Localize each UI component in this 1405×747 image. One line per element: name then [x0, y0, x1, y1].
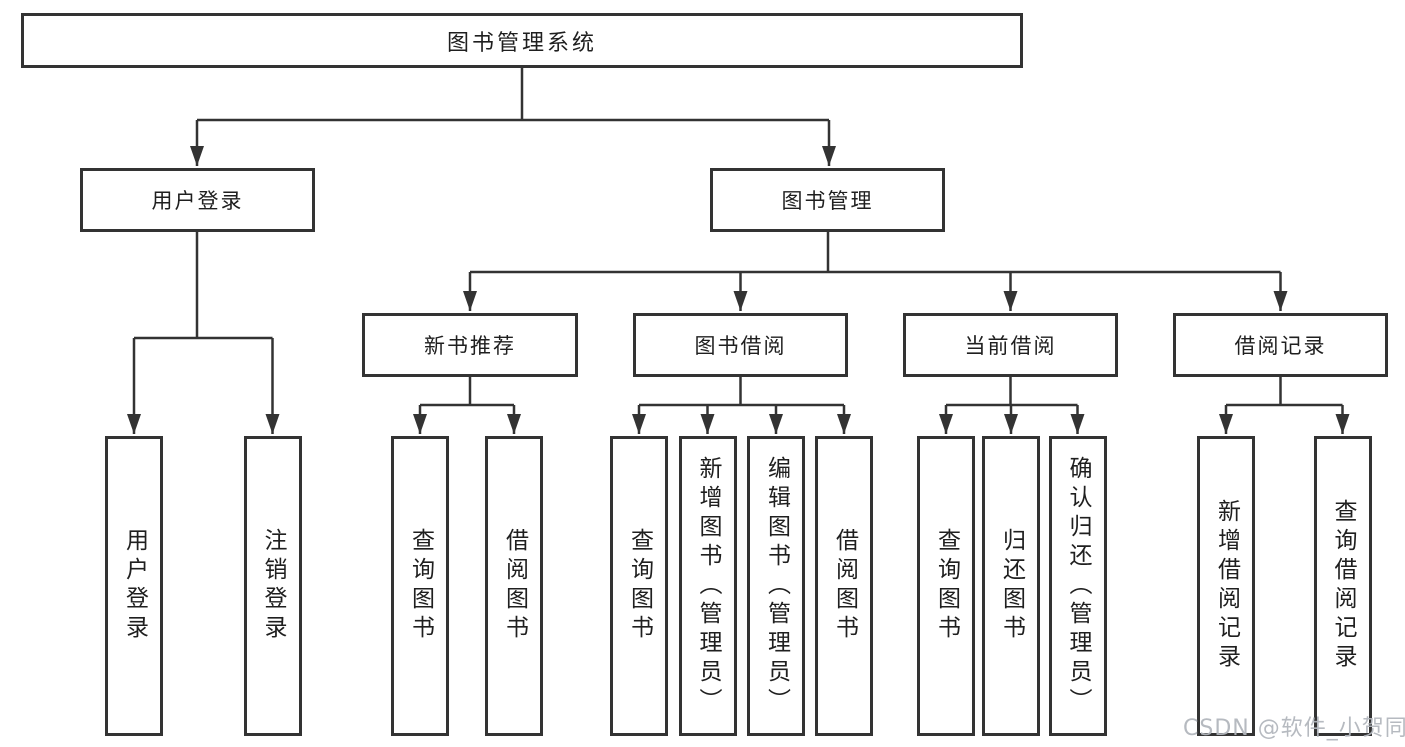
csdn-watermark: CSDN @软件_小贺同学	[1183, 716, 1405, 741]
leaf-add-borrow-record: 新增借阅记录	[1197, 436, 1255, 736]
node-book-management: 图书管理	[710, 168, 945, 232]
leaf-confirm-return-admin-label: 确认归还（管理员）	[1065, 455, 1091, 717]
leaf-query-books-1: 查询图书	[391, 436, 449, 736]
node-book-management-label: 图书管理	[781, 189, 874, 213]
connector-new-book-bus	[420, 377, 514, 407]
leaf-borrow-books-2-label: 借阅图书	[831, 528, 858, 644]
connector-book-borrow-bus	[639, 377, 844, 407]
leaf-return-books: 归还图书	[982, 436, 1040, 736]
leaf-edit-books-admin-label: 编辑图书（管理员）	[763, 455, 790, 717]
leaf-query-books-2: 查询图书	[610, 436, 668, 736]
node-user-login: 用户登录	[80, 168, 315, 232]
connector-current-borrow-bus	[946, 377, 1078, 407]
connector-user-login-bus	[134, 232, 273, 340]
leaf-query-books-2-label: 查询图书	[626, 528, 653, 644]
leaf-add-books-admin-label: 新增图书（管理员）	[695, 455, 721, 717]
connector-book-mgmt-bus	[470, 232, 1281, 274]
leaf-borrow-books-1: 借阅图书	[485, 436, 543, 736]
node-current-borrowing-label: 当前借阅	[964, 334, 1057, 358]
connector-root-bus	[197, 68, 829, 122]
node-user-login-label: 用户登录	[151, 189, 244, 213]
leaf-logout: 注销登录	[243, 436, 302, 736]
leaf-borrow-books-2: 借阅图书	[815, 436, 873, 736]
node-root: 图书管理系统	[21, 13, 1023, 68]
leaf-query-borrow-record: 查询借阅记录	[1313, 436, 1372, 736]
leaf-query-books-3: 查询图书	[917, 436, 975, 736]
leaf-return-books-label: 归还图书	[998, 528, 1025, 644]
leaf-borrow-books-1-label: 借阅图书	[501, 528, 528, 644]
node-root-label: 图书管理系统	[446, 30, 597, 56]
leaf-add-books-admin: 新增图书（管理员）	[678, 436, 737, 736]
leaf-confirm-return-admin: 确认归还（管理员）	[1048, 436, 1107, 736]
leaf-query-books-3-label: 查询图书	[933, 528, 960, 644]
node-borrowing-records: 借阅记录	[1173, 313, 1388, 377]
leaf-user-login-label: 用户登录	[121, 528, 148, 644]
node-book-borrowing-label: 图书借阅	[694, 334, 787, 358]
leaf-query-books-1-label: 查询图书	[407, 528, 434, 644]
leaf-edit-books-admin: 编辑图书（管理员）	[747, 436, 805, 736]
leaf-query-borrow-record-label: 查询借阅记录	[1330, 499, 1356, 673]
leaf-user-login: 用户登录	[105, 436, 163, 736]
node-new-book-recommend-label: 新书推荐	[424, 334, 516, 358]
node-book-borrowing: 图书借阅	[633, 313, 848, 377]
leaf-add-borrow-record-label: 新增借阅记录	[1213, 499, 1240, 673]
node-current-borrowing: 当前借阅	[903, 313, 1118, 377]
leaf-logout-label: 注销登录	[260, 528, 286, 644]
node-new-book-recommend: 新书推荐	[362, 313, 578, 377]
connector-borrow-records-bus	[1226, 377, 1343, 407]
node-borrowing-records-label: 借阅记录	[1234, 334, 1327, 358]
